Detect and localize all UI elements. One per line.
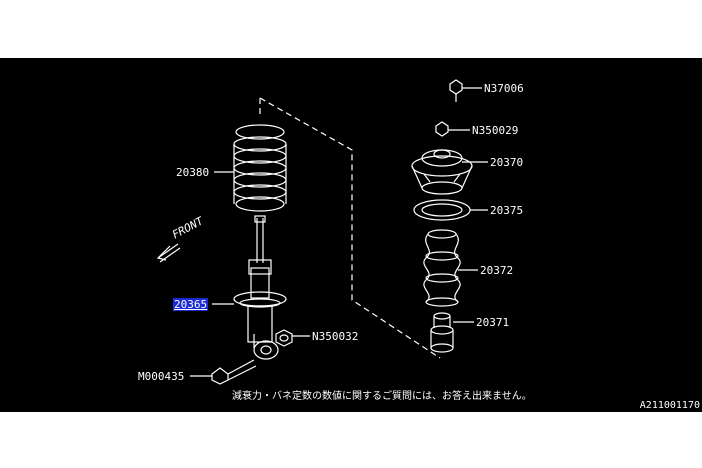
assembly-dashed-outline [259,97,441,359]
part-label-20375[interactable]: 20375 [490,204,524,217]
part-label-20371[interactable]: 20371 [476,316,510,329]
leader-lines [190,87,488,377]
coil-spring-20380 [233,124,287,212]
dust-boot-20372 [423,229,461,307]
parts-diagram-canvas: N37006 N350029 20370 20375 20372 20371 2… [0,58,702,412]
nut-n350032 [275,329,293,347]
part-label-n350029[interactable]: N350029 [472,124,519,137]
part-label-m000435[interactable]: M000435 [138,370,185,383]
front-arrow-icon [156,243,181,263]
part-label-20370[interactable]: 20370 [490,156,524,169]
bump-stop-20371 [430,312,454,353]
part-label-20372[interactable]: 20372 [480,264,514,277]
bolt-m000435 [211,359,257,385]
diagram-code: A211001170 [639,400,700,411]
part-label-20380[interactable]: 20380 [176,166,210,179]
part-label-n37006[interactable]: N37006 [484,82,524,95]
shock-absorber-20365 [233,215,287,360]
nut-n37006 [449,79,463,102]
part-label-20365-highlighted[interactable]: 20365 [173,298,209,311]
nut-n350029 [435,121,449,137]
strut-mount-20370 [411,149,473,195]
disclaimer-note: 減衰力・バネ定数の数値に関するご質問には、お答え出来ません。 [232,391,532,402]
seat-ring-20375 [413,199,471,221]
diagram-drawing [156,79,488,385]
part-label-n350032[interactable]: N350032 [312,330,359,343]
